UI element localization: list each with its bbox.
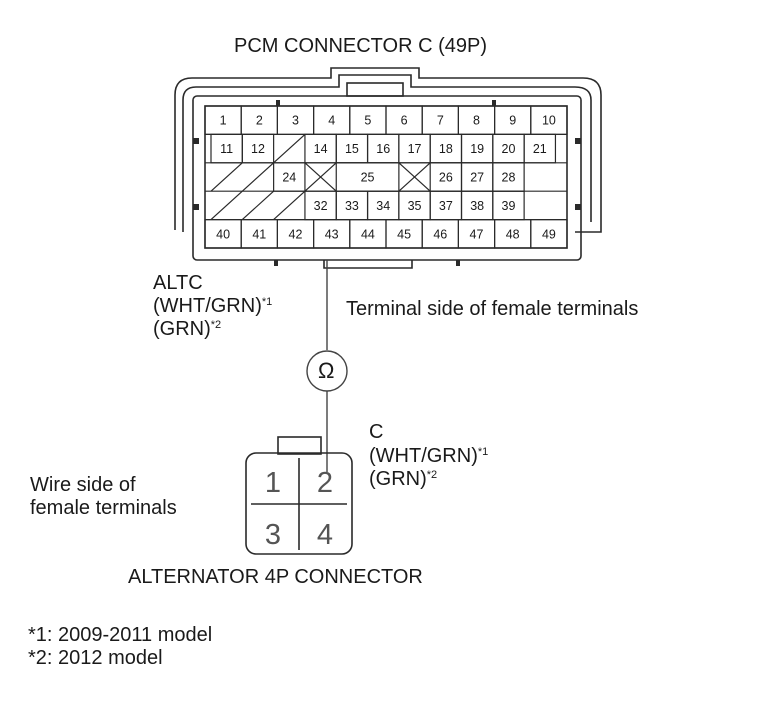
ohm-symbol: Ω: [318, 358, 335, 383]
pin-number: 25: [361, 171, 375, 185]
pin-number: 45: [397, 227, 411, 241]
c-wire-1-note: *1: [477, 446, 489, 458]
pin-number: 14: [314, 142, 328, 156]
pin-number: 20: [502, 142, 516, 156]
pin-number: 9: [509, 114, 516, 128]
footnote-1: *1: 2009-2011 model: [28, 624, 213, 646]
pin-number: 34: [376, 199, 390, 213]
alt-pin-number: 1: [265, 467, 281, 499]
alt-pin-number: 3: [265, 519, 281, 551]
pcm-side-post: [193, 204, 199, 210]
unused-cavity-mark: [210, 190, 243, 221]
unused-cavity-mark: [273, 190, 306, 221]
altc-wire-1-note: *1: [261, 296, 273, 308]
pin-number: 16: [376, 142, 390, 156]
blocked-cavity-mark: [398, 162, 431, 192]
pcm-latch: [346, 82, 404, 97]
altc-wire-1: (WHT/GRN)*1: [153, 295, 272, 318]
pin-number: 4: [328, 114, 335, 128]
pin-number: 47: [470, 227, 484, 241]
altc-wire-2: (GRN)*2: [153, 318, 221, 341]
pin-number: 42: [289, 227, 303, 241]
pin-number: 49: [542, 227, 556, 241]
pin-number: 8: [473, 114, 480, 128]
pin-number: 3: [292, 114, 299, 128]
alternator-title: ALTERNATOR 4P CONNECTOR: [128, 566, 423, 588]
pin-number: 39: [502, 199, 516, 213]
c-wire-1: (WHT/GRN)*1: [369, 445, 488, 468]
unused-cavity-mark: [273, 133, 306, 164]
pin-number: 33: [345, 199, 359, 213]
c-label: C: [369, 421, 384, 443]
pin-number: 24: [282, 171, 296, 185]
pcm-key-bottom: [323, 260, 413, 269]
pcm-tick: [492, 100, 496, 106]
pin-number: 10: [542, 114, 556, 128]
alt-latch: [277, 436, 322, 455]
pin-number: 48: [506, 227, 520, 241]
pin-number: 40: [216, 227, 230, 241]
alt-body: [245, 452, 353, 555]
altc-wire-2-text: (GRN): [153, 318, 211, 340]
unused-cavity-mark: [241, 162, 275, 192]
pin-number: 26: [439, 171, 453, 185]
pin-cavity: [530, 219, 568, 249]
unused-cavity-mark: [210, 162, 243, 192]
unused-cavity-mark: [241, 190, 275, 221]
pin-number: 17: [408, 142, 422, 156]
pin-cavity: [241, 133, 275, 164]
alt-pin-number: 2: [317, 467, 333, 499]
pcm-side-post: [575, 138, 581, 144]
pin-number: 35: [408, 199, 422, 213]
pin-number: 43: [325, 227, 339, 241]
pin-cavity: [523, 133, 557, 164]
c-wire-2-text: (GRN): [369, 468, 427, 490]
altc-label: ALTC: [153, 272, 203, 294]
blocked-cavity-mark: [304, 162, 337, 192]
c-wire-1-text: (WHT/GRN): [369, 445, 478, 467]
pin-number: 11: [220, 142, 233, 156]
altc-wire-2-note: *2: [210, 319, 222, 331]
altc-wire-1-text: (WHT/GRN): [153, 295, 262, 317]
pcm-tick: [274, 260, 278, 266]
wire-side-label-1: Wire side of: [30, 474, 136, 496]
pin-number: 21: [533, 142, 547, 156]
pin-number: 15: [345, 142, 359, 156]
pcm-title: PCM CONNECTOR C (49P): [234, 35, 487, 57]
pin-number: 18: [439, 142, 453, 156]
pcm-tick: [276, 100, 280, 106]
pin-number: 1: [220, 114, 227, 128]
pin-number: 37: [439, 199, 453, 213]
pin-cavity: [273, 162, 306, 192]
pin-number: 12: [251, 142, 265, 156]
pin-number: 7: [437, 114, 444, 128]
pin-number: 44: [361, 227, 375, 241]
pin-number: 5: [364, 114, 371, 128]
pcm-shroud-outer: [174, 67, 602, 233]
pin-number: 46: [433, 227, 447, 241]
pin-number: 38: [470, 199, 484, 213]
pcm-body: [192, 95, 582, 261]
c-wire-2-note: *2: [426, 469, 438, 481]
pcm-side-post: [193, 138, 199, 144]
pin-number: 32: [314, 199, 328, 213]
c-wire-2: (GRN)*2: [369, 468, 437, 491]
pin-number: 27: [470, 171, 484, 185]
terminal-side-label: Terminal side of female terminals: [346, 298, 639, 320]
pcm-shroud-inner: [182, 74, 592, 232]
pcm-side-post: [575, 204, 581, 210]
pin-number: 2: [256, 114, 263, 128]
alt-pin-number: 4: [317, 519, 333, 551]
pcm-tick: [456, 260, 460, 266]
pin-number: 19: [470, 142, 484, 156]
pin-number: 6: [401, 114, 408, 128]
footnote-2: *2: 2012 model: [28, 647, 163, 669]
pin-number: 28: [502, 171, 516, 185]
pin-number: 41: [252, 227, 266, 241]
wire-side-label-2: female terminals: [30, 497, 177, 519]
